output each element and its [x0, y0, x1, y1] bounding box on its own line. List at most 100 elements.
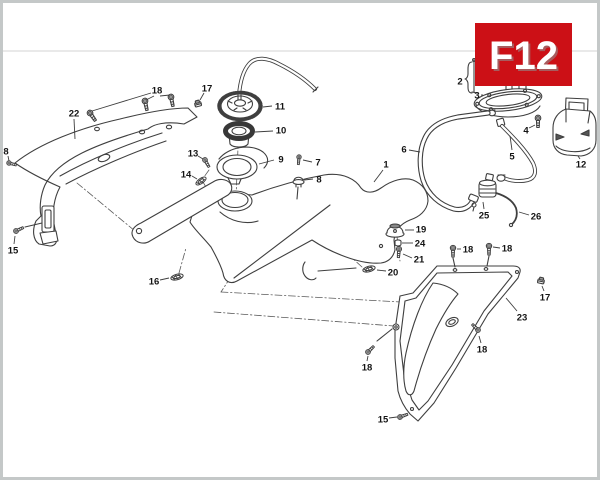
part-label-12: 12: [576, 160, 587, 171]
bracket-2-brace: [464, 61, 473, 94]
fuel-hose-6: [417, 110, 491, 213]
grommet-19: [385, 223, 405, 238]
rear-cowl: [14, 107, 198, 247]
screw-18-cowl-right: [167, 93, 177, 108]
leader-line-16: [159, 277, 170, 281]
part-label-15: 15: [8, 246, 19, 257]
part-label-9: 9: [278, 155, 283, 166]
screw-18-cowl-left: [85, 108, 99, 123]
screw-21: [395, 245, 403, 259]
clip-17-right: [536, 276, 546, 285]
spacer-20: [361, 264, 377, 274]
part-label-3: 3: [474, 91, 479, 102]
side-panel: [376, 255, 521, 422]
fuel-valve: [468, 173, 497, 212]
part-label-22: 22: [69, 109, 80, 120]
leader-line-1: [373, 169, 384, 183]
part-label-4: 4: [523, 126, 529, 137]
figure-code-badge: F12 F12: [475, 23, 572, 86]
leader-line-21: [402, 253, 413, 259]
leader-line-10: [254, 130, 274, 133]
part-label-7: 7: [315, 158, 320, 169]
part-label-17: 17: [540, 293, 551, 304]
fuel-pump-assembly: [464, 58, 543, 127]
screw-7: [295, 154, 302, 166]
leader-line-4: [528, 124, 536, 129]
clip-17-top: [193, 99, 203, 108]
part-label-25: 25: [479, 211, 490, 222]
screw-8-left: [5, 159, 18, 168]
leader-line-11: [262, 105, 273, 108]
leader-line-8: [303, 178, 314, 181]
leader-line-18: [492, 246, 501, 249]
part-label-8: 8: [316, 175, 321, 186]
part-label-1: 1: [383, 160, 389, 171]
leader-line-12: [577, 155, 581, 160]
leader-line-22: [73, 118, 76, 140]
part-label-18: 18: [152, 86, 163, 97]
screw-13: [201, 156, 212, 169]
part-label-11: 11: [275, 102, 286, 113]
leader-line-13: [197, 155, 204, 160]
leader-line-18: [91, 92, 152, 112]
part-label-18: 18: [502, 244, 513, 255]
part-label-18: 18: [463, 245, 474, 256]
leader-line-7: [302, 159, 313, 163]
leader-line-25: [482, 201, 485, 210]
part-label-14: 14: [181, 170, 192, 181]
nut-24: [394, 239, 402, 247]
leader-line-5: [509, 135, 513, 151]
part-label-5: 5: [509, 152, 515, 163]
cover-bracket-12: [552, 97, 597, 157]
part-label-13: 13: [188, 149, 199, 160]
screw-15-left: [12, 224, 25, 235]
leader-line-18: [366, 355, 369, 362]
fasteners: [5, 93, 546, 421]
diagram-art: [5, 56, 597, 422]
part-label-18: 18: [362, 363, 373, 374]
part-label-18: 18: [477, 345, 488, 356]
screw-4: [534, 114, 542, 129]
screw-18-panel-ear: [364, 344, 376, 356]
part-label-24: 24: [415, 239, 426, 250]
leader-line-18: [159, 94, 171, 97]
part-label-8: 8: [3, 147, 8, 158]
leader-line-26: [518, 211, 530, 216]
pad-14: [194, 175, 208, 187]
part-label-15: 15: [378, 415, 389, 426]
part-label-20: 20: [388, 268, 399, 279]
leader-line-15: [388, 416, 398, 419]
part-label-6: 6: [401, 145, 406, 156]
leader-line-18: [478, 335, 482, 344]
leader-line-17: [541, 285, 545, 292]
leader-line-18: [145, 95, 155, 101]
leader-line-20: [376, 269, 387, 272]
part-label-16: 16: [149, 277, 160, 288]
leader-line-15: [13, 235, 16, 245]
fuel-tank: [189, 173, 429, 284]
fuel-hose-5: [496, 124, 538, 184]
part-label-23: 23: [517, 313, 528, 324]
leader-line-17: [199, 92, 205, 101]
cap-gasket: [223, 121, 255, 148]
fuel-cap: [217, 90, 263, 122]
part-label-21: 21: [414, 255, 425, 266]
figure-code: F12: [489, 34, 558, 78]
part-label-2: 2: [457, 77, 462, 88]
grommet-8: [292, 176, 305, 200]
screw-18-cowl-mid: [141, 97, 151, 112]
breather-hose: [237, 56, 319, 97]
valve-lever: [495, 192, 518, 228]
screw-18-panel-left: [449, 244, 457, 258]
part-label-26: 26: [531, 212, 542, 223]
figure-code-box: [475, 23, 572, 86]
leader-line-14: [191, 175, 198, 180]
figure-code-shadow: F12: [491, 36, 560, 80]
filler-ring: [216, 146, 269, 185]
screw-15-bottom: [396, 411, 409, 421]
leader-line-23: [505, 297, 518, 312]
